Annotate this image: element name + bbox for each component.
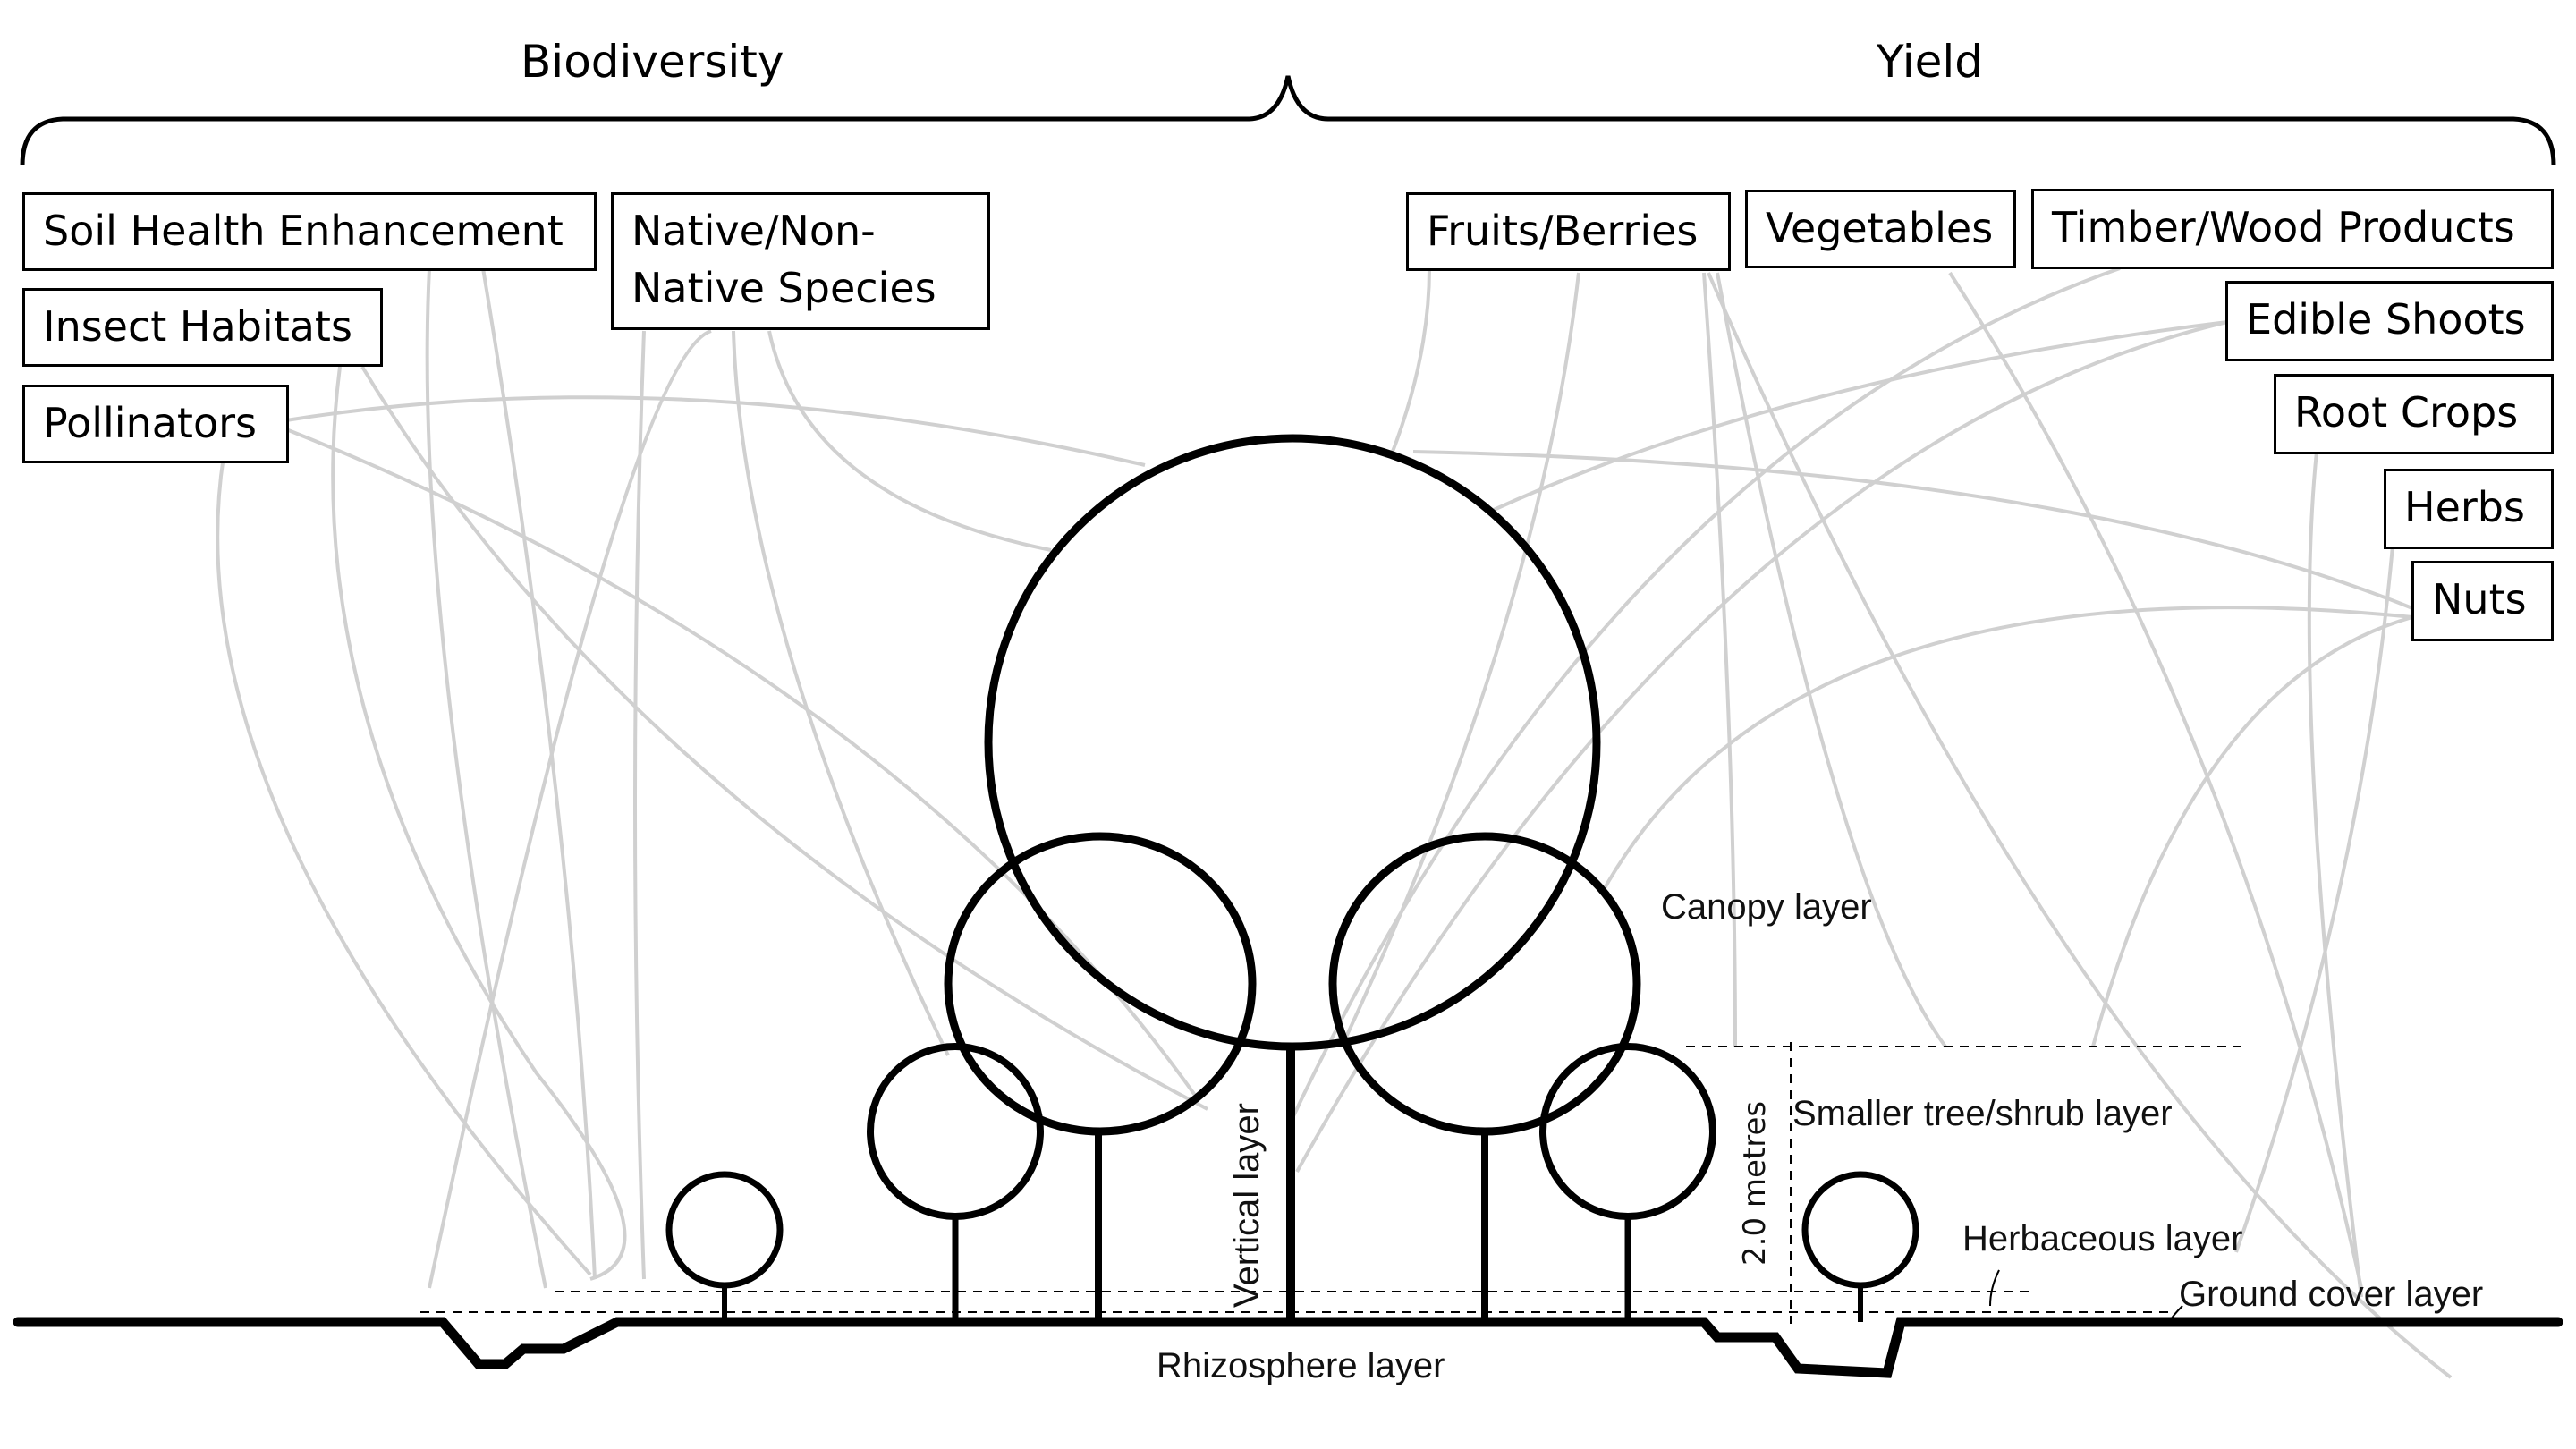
left-shrub-crown <box>867 1043 1044 1220</box>
box-pollinators: Pollinators <box>22 385 289 463</box>
box-timber: Timber/Wood Products <box>2031 189 2554 269</box>
connector <box>1716 272 1947 1048</box>
label-height-marker: 2.0 metres <box>1737 1100 1773 1266</box>
left-small-plant <box>665 1171 784 1289</box>
label-rhizosphere-layer: Rhizosphere layer <box>1157 1346 1445 1385</box>
ground-line <box>13 1317 2563 1378</box>
connector <box>1340 272 1580 1047</box>
connector <box>1295 320 2228 1173</box>
right-tree-crown <box>1328 832 1641 1136</box>
leader-ticks <box>1989 1269 2183 1323</box>
box-edible-shoots: Edible Shoots <box>2225 281 2554 361</box>
grouping-brace <box>20 75 2556 166</box>
connector <box>1948 271 2363 1289</box>
layer-guides <box>420 1042 2241 1324</box>
connector <box>481 267 597 1280</box>
canopy-tree-crown <box>984 434 1601 1051</box>
connector <box>2234 545 2394 1253</box>
box-fruits-berries: Fruits/Berries <box>1406 192 1731 271</box>
ground-cover-leader <box>2168 1305 2183 1323</box>
connector <box>1702 272 1737 1047</box>
box-herbs: Herbs <box>2384 469 2554 549</box>
connector <box>285 395 1146 467</box>
connector <box>2307 451 2363 1298</box>
connector <box>360 365 1208 1111</box>
connector-lines <box>216 267 2453 1379</box>
label-vertical-layer: Vertical layer <box>1227 1103 1267 1308</box>
right-shrub-crown <box>1539 1043 1716 1220</box>
trees <box>665 434 1919 1322</box>
connector <box>1291 267 2121 1119</box>
box-native-species: Native/Non- Native Species <box>611 192 990 330</box>
connector <box>428 329 712 1289</box>
connector <box>633 330 646 1280</box>
ground <box>13 1317 2563 1378</box>
box-nuts: Nuts <box>2411 561 2554 641</box>
connector <box>732 330 950 1056</box>
right-small-plant <box>1801 1171 1919 1289</box>
label-shrub-layer: Smaller tree/shrub layer <box>1792 1094 2173 1133</box>
yield-title: Yield <box>1877 36 1984 88</box>
box-root-crops: Root Crops <box>2274 374 2554 454</box>
connector <box>1412 450 2413 610</box>
box-insect-habitats: Insect Habitats <box>22 288 383 367</box>
connector <box>1389 267 1431 457</box>
label-ground-cover-layer: Ground cover layer <box>2179 1275 2484 1314</box>
label-canopy-layer: Canopy layer <box>1661 887 1872 927</box>
box-soil-health: Soil Health Enhancement <box>22 192 597 271</box>
box-vegetables: Vegetables <box>1745 190 2016 268</box>
connector <box>285 428 1200 1102</box>
connector <box>1707 272 2453 1379</box>
connector <box>2091 615 2413 1047</box>
biodiversity-title: Biodiversity <box>521 36 784 88</box>
herbaceous-leader <box>1989 1269 2000 1307</box>
connector <box>425 267 547 1289</box>
connector <box>1493 320 2228 512</box>
label-herbaceous-layer: Herbaceous layer <box>1962 1219 2243 1258</box>
connector <box>331 366 627 1281</box>
connector <box>216 455 592 1276</box>
connector <box>1599 606 2413 895</box>
connector <box>767 330 1052 552</box>
